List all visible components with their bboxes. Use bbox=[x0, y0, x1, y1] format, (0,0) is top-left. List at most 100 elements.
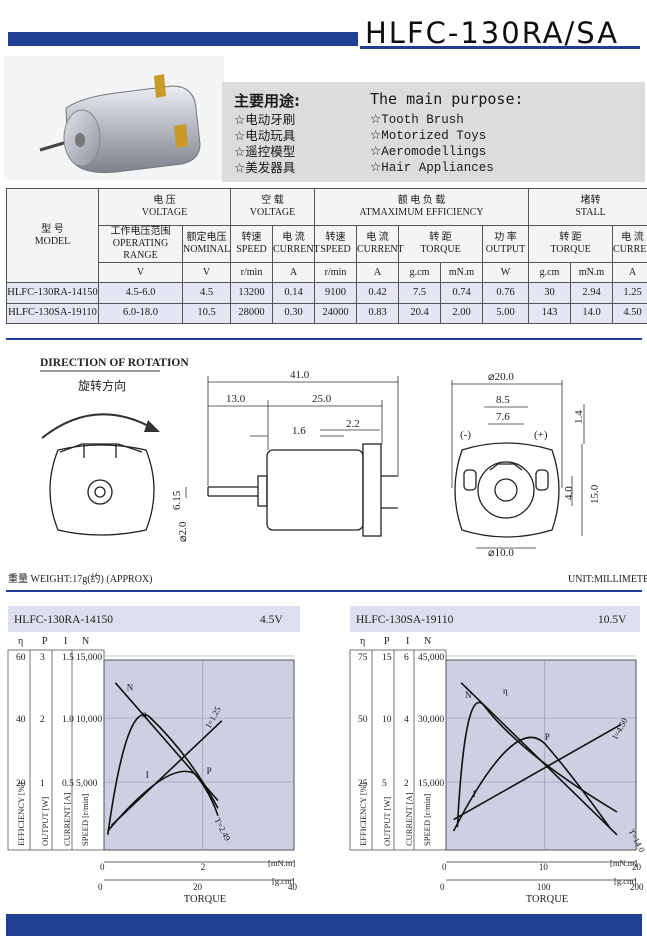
axis-label: EFFICIENCY [%] bbox=[358, 782, 368, 846]
torque-marker: T=14.0 bbox=[627, 827, 647, 854]
rotation-label-cn: 旋转方向 bbox=[78, 378, 126, 393]
tick-label: 40 bbox=[16, 715, 26, 725]
unit-cell: g.cm bbox=[398, 262, 441, 284]
purpose-item-en: ☆Hair Appliances bbox=[370, 161, 494, 175]
purpose-panel: 主要用途: The main purpose: ☆电动牙刷 ☆电动玩具 ☆遥控模… bbox=[222, 82, 645, 182]
dim-13: 13.0 bbox=[226, 393, 246, 405]
tick-label: 5 bbox=[382, 779, 387, 789]
x-unit-label: [mN.m] bbox=[610, 858, 637, 868]
cell-me-speed: 9100 bbox=[314, 282, 357, 304]
terminal-minus: (-) bbox=[460, 429, 471, 441]
tick-label: 1.5 bbox=[62, 653, 74, 663]
rotation-arrow bbox=[41, 413, 157, 439]
curve-label: N bbox=[127, 682, 134, 692]
chart-column-header: η bbox=[360, 636, 365, 647]
section-divider bbox=[6, 590, 642, 592]
tick-label: 1 bbox=[40, 779, 45, 789]
x-tick-label: 0 bbox=[100, 862, 105, 872]
cell-st-torque-mnm: 14.0 bbox=[570, 302, 614, 325]
chart-column-header: N bbox=[424, 636, 431, 647]
unit-cell: A bbox=[272, 262, 315, 284]
cell-nl-current: 0.14 bbox=[272, 282, 315, 304]
dim-25: 25.0 bbox=[312, 393, 332, 405]
dim-dia10: ⌀10.0 bbox=[488, 547, 514, 559]
x-tick-label: 2 bbox=[201, 862, 206, 872]
purpose-item-en: ☆Tooth Brush bbox=[370, 113, 464, 127]
tick-label: 15 bbox=[382, 653, 392, 663]
tick-label: 1.0 bbox=[62, 715, 74, 725]
cell-st-current: 1.25 bbox=[612, 282, 647, 304]
tick-label: 10 bbox=[382, 715, 392, 725]
rear-dimension-lines bbox=[451, 380, 585, 549]
table-row: HLFC-130SA-19110 6.0-18.0 10.5 28000 0.3… bbox=[6, 302, 647, 325]
chart-model-label: HLFC-130RA-14150 bbox=[14, 614, 113, 626]
section-divider bbox=[6, 338, 642, 340]
cell-nl-speed: 13200 bbox=[230, 282, 273, 304]
cell-me-speed: 24000 bbox=[314, 302, 357, 325]
page-title: HLFC-130RA/SA bbox=[365, 16, 620, 50]
motor-photo bbox=[4, 56, 224, 180]
axis-label: OUTPUT [W] bbox=[40, 797, 50, 846]
purpose-item-cn: ☆电动玩具 bbox=[234, 128, 296, 143]
efficiency-curve bbox=[456, 701, 618, 828]
rotation-arrowhead bbox=[144, 420, 160, 432]
scale-box bbox=[349, 649, 447, 851]
x-axis-title: TORQUE bbox=[184, 894, 226, 905]
unit-cell: A bbox=[612, 262, 647, 284]
tick-label: 45,000 bbox=[418, 653, 444, 663]
rear-view bbox=[454, 442, 560, 538]
efficiency-curve bbox=[107, 714, 219, 835]
current-marker: I=1.25 bbox=[203, 705, 222, 730]
current-curve bbox=[111, 720, 223, 826]
current-marker: I=4.50 bbox=[610, 716, 629, 741]
tick-label: 10,000 bbox=[76, 715, 102, 725]
output-curve bbox=[452, 736, 611, 832]
cell-me-current: 0.83 bbox=[356, 302, 399, 325]
cell-range: 4.5-6.0 bbox=[98, 282, 183, 304]
unit-cell: g.cm bbox=[528, 262, 572, 284]
cell-nominal: 10.5 bbox=[182, 302, 231, 325]
cell-st-current: 4.50 bbox=[612, 302, 647, 325]
scale-box bbox=[7, 649, 105, 851]
tick-label: 15,000 bbox=[418, 779, 444, 789]
output-curve bbox=[107, 770, 219, 832]
tick-label: 30,000 bbox=[418, 715, 444, 725]
unit-cell: V bbox=[98, 262, 183, 284]
unit-cell: mN.m bbox=[440, 262, 483, 284]
curve-label: I bbox=[473, 789, 476, 799]
cell-nl-speed: 28000 bbox=[230, 302, 273, 325]
cell-st-torque-gcm: 143 bbox=[528, 302, 572, 325]
chart-column-header: η bbox=[18, 636, 23, 647]
cell-model: HLFC-130SA-19110 bbox=[6, 302, 99, 325]
tick-label: 0.5 bbox=[62, 779, 74, 789]
curve-label: η bbox=[503, 686, 508, 696]
cell-range: 6.0-18.0 bbox=[98, 302, 183, 325]
unit-cell: W bbox=[481, 262, 530, 284]
chart-column-header: P bbox=[384, 636, 390, 647]
purpose-item-cn: ☆电动牙刷 bbox=[234, 112, 296, 127]
chart-voltage-label: 10.5V bbox=[598, 614, 627, 626]
speed-curve bbox=[114, 682, 219, 802]
cell-st-torque-gcm: 30 bbox=[528, 282, 572, 304]
axis-label: OUTPUT [W] bbox=[382, 797, 392, 846]
x-tick-label: 10 bbox=[539, 862, 549, 872]
plot-area bbox=[445, 659, 637, 851]
x-unit-label: [g.cm] bbox=[614, 876, 637, 886]
dim-total: 41.0 bbox=[290, 369, 310, 381]
curve-label: I bbox=[146, 770, 149, 780]
unit-cell: mN.m bbox=[570, 262, 614, 284]
x-unit-label: [g.cm] bbox=[272, 876, 295, 886]
speed-curve bbox=[460, 682, 618, 836]
dim-22: 2.2 bbox=[346, 418, 360, 430]
cell-me-torque-gcm: 20.4 bbox=[398, 302, 441, 325]
axis-label: CURRENT [A] bbox=[62, 792, 72, 846]
chart-header bbox=[8, 606, 300, 632]
unit-note: UNIT:MILLIMETERS bbox=[568, 574, 647, 585]
